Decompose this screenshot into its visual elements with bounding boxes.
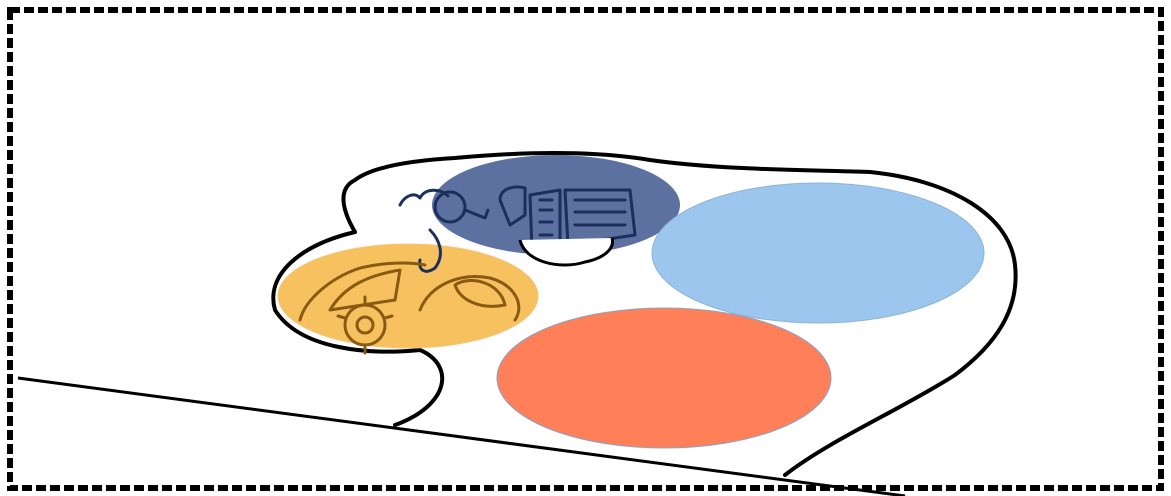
top-right-region (652, 183, 984, 323)
bottom-region (497, 308, 831, 448)
left-region (278, 244, 538, 348)
